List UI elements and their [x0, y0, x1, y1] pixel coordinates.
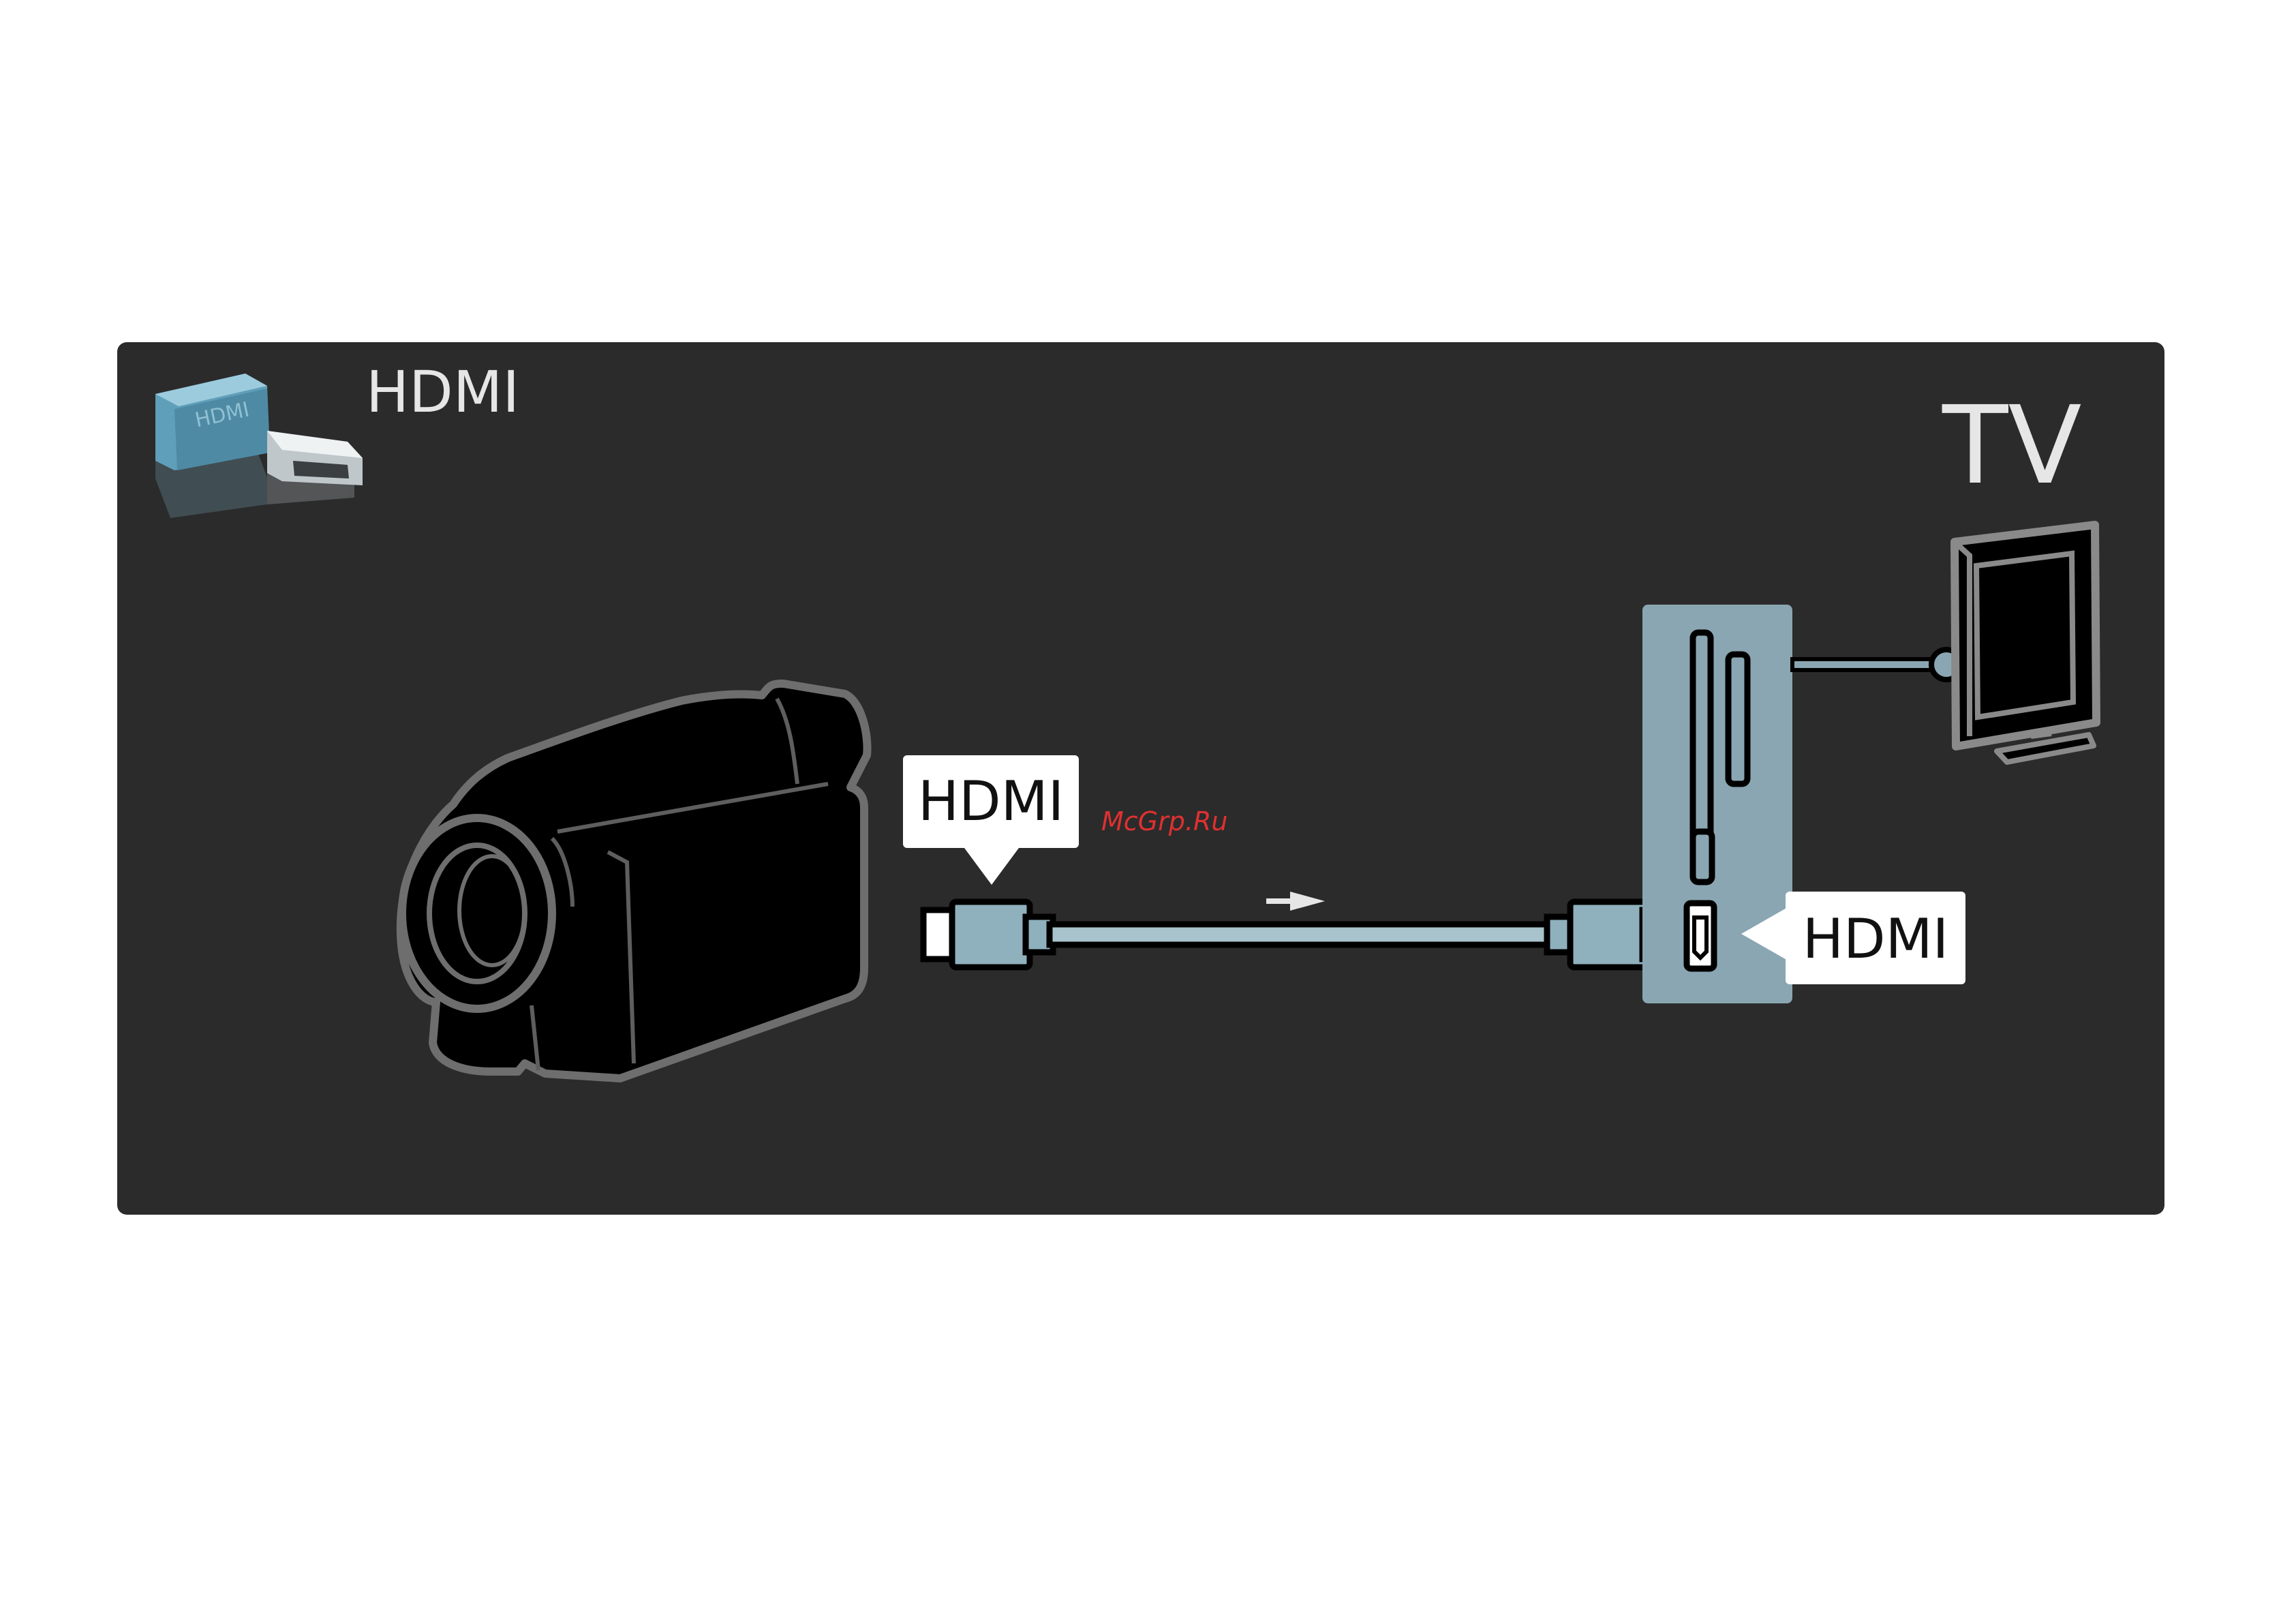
connector-label: HDMI: [366, 359, 519, 425]
tv-hdmi-callout-label: HDMI: [1803, 907, 1948, 971]
camcorder-icon: [401, 684, 868, 1078]
arrow-right-icon: [1266, 892, 1325, 911]
hdmi-cable: [923, 902, 1675, 967]
watermark: McGrp.Ru: [1101, 806, 1227, 836]
source-hdmi-callout-label: HDMI: [918, 770, 1064, 833]
tv-link: [1792, 650, 1961, 680]
hdmi-connector-icon: HDMI: [155, 374, 363, 518]
tv-label: TV: [1942, 383, 2082, 509]
tv-icon: [1955, 525, 2096, 762]
